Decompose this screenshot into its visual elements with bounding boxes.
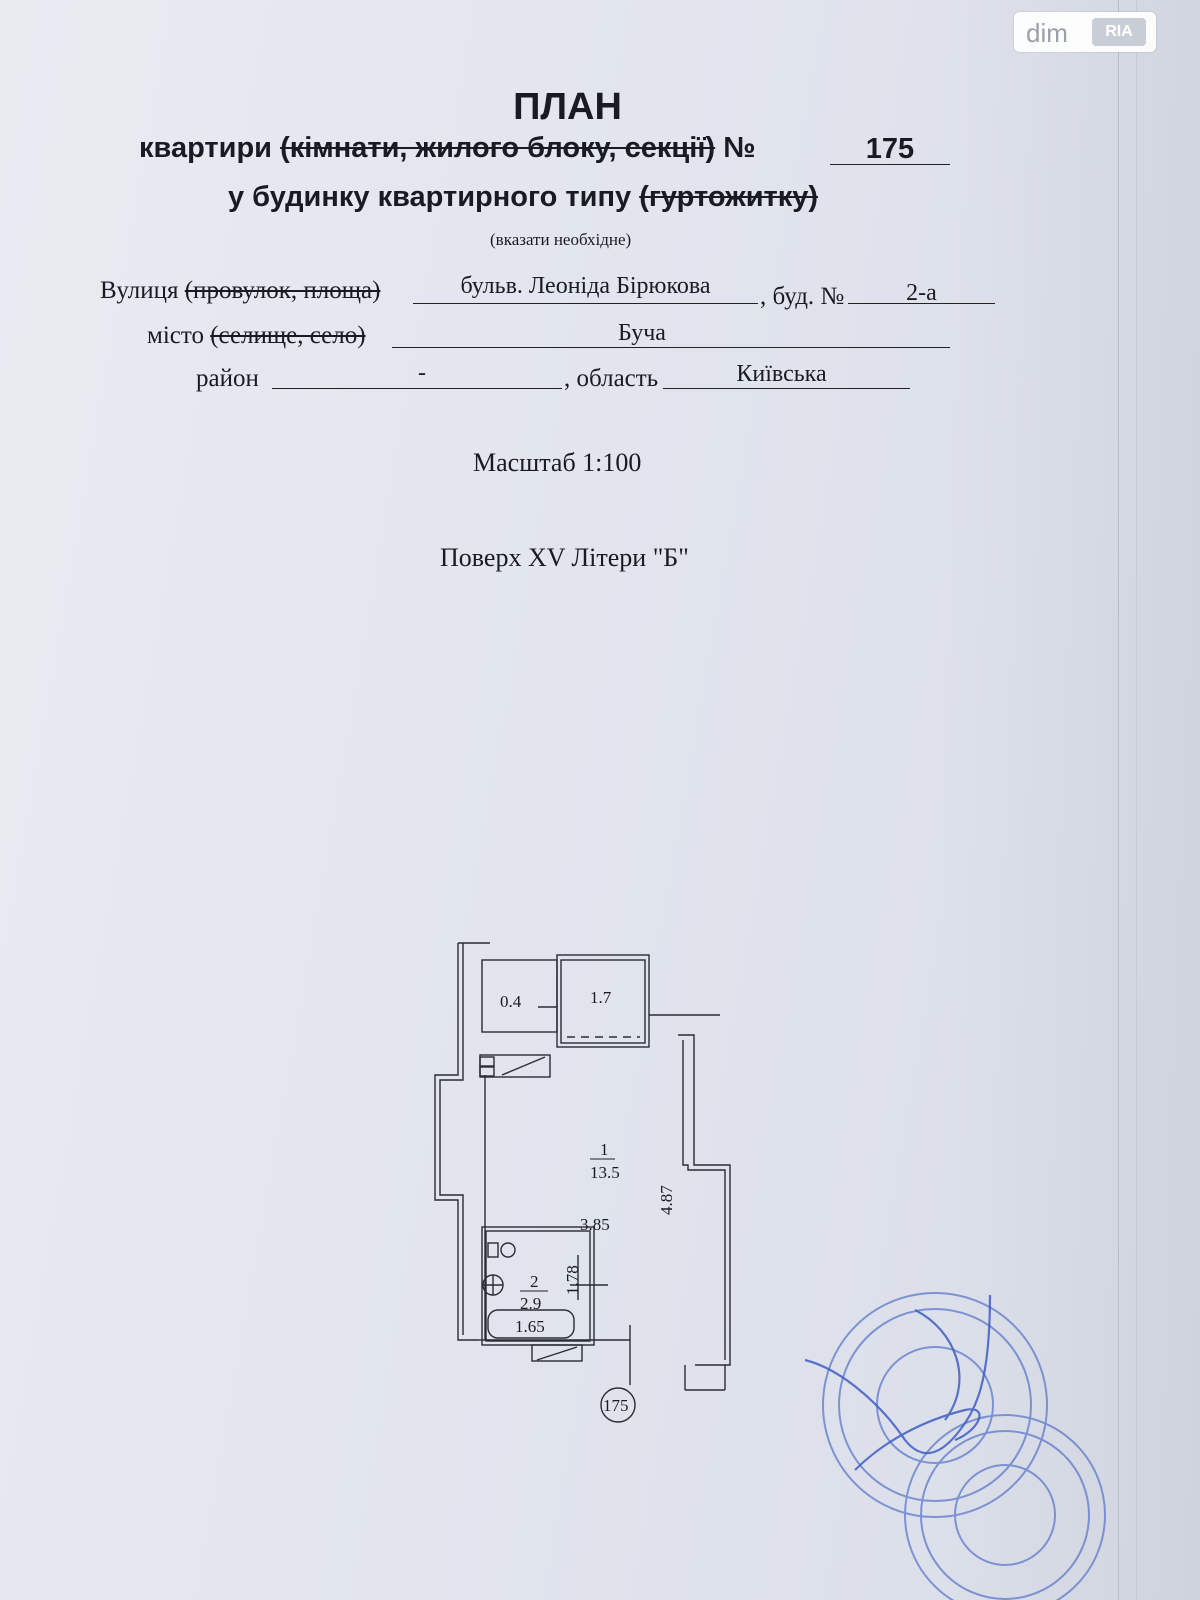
street-label-text: Вулиця [100, 277, 179, 304]
room1-width: 3.85 [580, 1215, 610, 1234]
balcony-right-area: 1.7 [590, 988, 612, 1007]
scale-label: Масштаб 1:100 [473, 448, 642, 477]
apartment-label: квартири [139, 132, 272, 164]
number-sign: № [723, 132, 756, 164]
watermark-badge: RIA [1092, 18, 1146, 46]
header-line-apartment: квартири (кімнати, жилого блоку, секції)… [139, 132, 756, 165]
page-shade [940, 0, 1200, 1600]
building-type: у будинку квартирного типу [228, 181, 632, 213]
bath-length: 1.65 [515, 1317, 545, 1336]
header-line-building-type: у будинку квартирного типу (гуртожитку) [228, 181, 818, 214]
district-label: район [196, 365, 259, 392]
city-value: Буча [618, 320, 666, 346]
room1-length: 4.87 [657, 1185, 676, 1215]
dimria-watermark: dim RIA [1014, 12, 1156, 52]
room1-area: 13.5 [590, 1163, 620, 1182]
official-seal [804, 1292, 1106, 1600]
city-underline [392, 347, 950, 348]
district-underline [272, 388, 562, 389]
street-value: бульв. Леоніда Бірюкова [460, 273, 711, 299]
city-label: місто (селище, село) [147, 322, 366, 350]
room2-dim: 1.78 [563, 1265, 582, 1295]
balcony-left-area: 0.4 [500, 992, 522, 1011]
room1-number: 1 [600, 1140, 609, 1159]
floor-label: Поверх XV Літери "Б" [440, 543, 689, 572]
room2-number: 2 [530, 1272, 539, 1291]
region-underline [663, 388, 910, 389]
street-label: Вулиця (провулок, площа) [100, 277, 380, 305]
apartment-tag: 175 [603, 1396, 629, 1415]
district-value: - [418, 360, 426, 386]
apartment-tag-circle [600, 1387, 636, 1423]
apartment-number: 175 [865, 133, 915, 165]
building-value: 2-а [906, 280, 937, 306]
apartment-struck-options: (кімнати, жилого блоку, секції) [280, 132, 716, 164]
header-note: (вказати необхідне) [490, 230, 632, 249]
building-label: , буд. № [760, 283, 845, 310]
page-fold-line-2 [1136, 0, 1137, 1600]
plan-walls [434, 942, 731, 1423]
document-title: ПЛАН [513, 86, 622, 128]
floor-plan: 0.4 1.7 1 13.5 3.85 4.87 2 2.9 1.78 1.65… [434, 942, 731, 1423]
region-label: , область [564, 365, 659, 392]
watermark-brand: dim [1026, 18, 1068, 48]
building-type-struck: (гуртожитку) [639, 181, 819, 213]
balcony-right [556, 954, 650, 1048]
signature [804, 1294, 992, 1471]
page-fold-line [1118, 0, 1119, 1600]
building-underline [848, 303, 995, 304]
city-label-struck: (селище, село) [210, 322, 366, 349]
region-value: Київська [736, 361, 827, 387]
bathtub [487, 1309, 575, 1339]
street-label-struck: (провулок, площа) [184, 277, 381, 304]
room2-area: 2.9 [520, 1294, 541, 1313]
apartment-number-underline [830, 164, 950, 165]
city-label-text: місто [147, 322, 204, 349]
street-underline [413, 303, 758, 304]
